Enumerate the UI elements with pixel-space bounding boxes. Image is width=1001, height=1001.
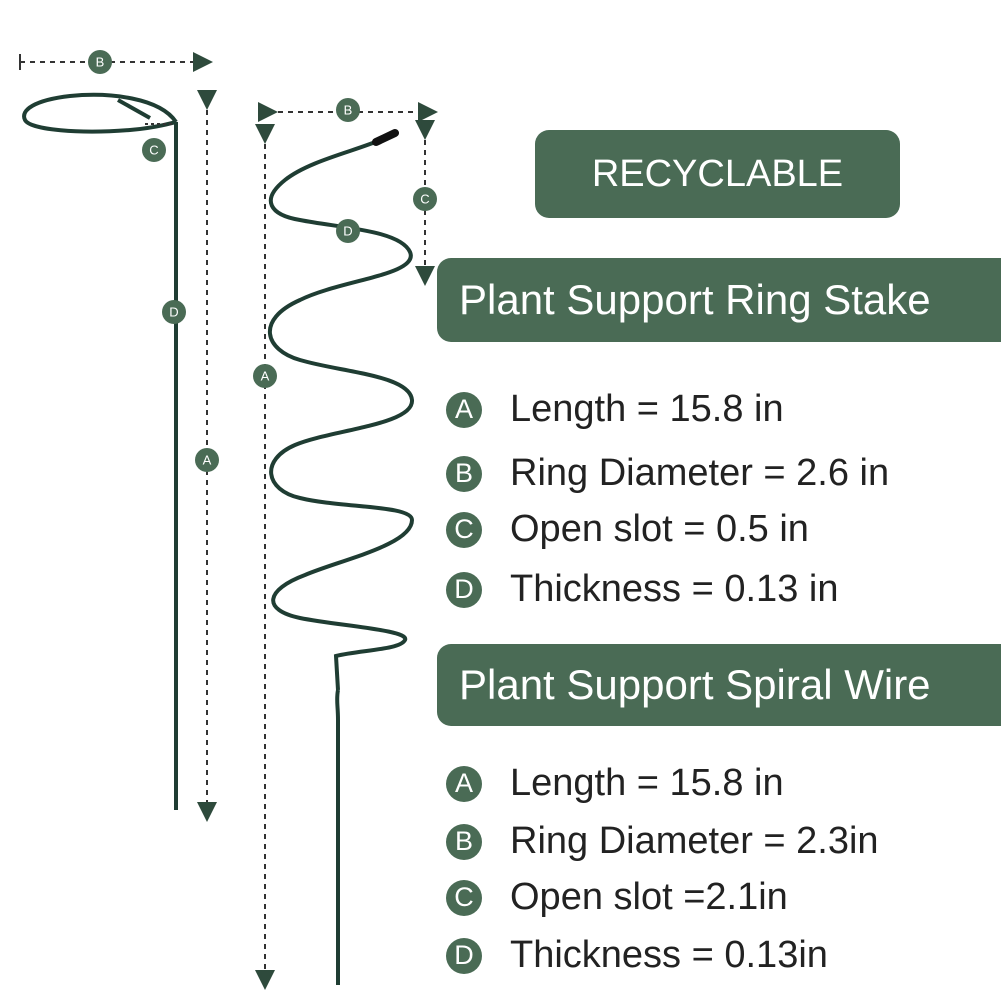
spiral-badge-c: C xyxy=(413,187,437,211)
svg-text:B: B xyxy=(344,103,353,118)
spiral-spec-thickness: D Thickness = 0.13in xyxy=(446,934,828,977)
recyclable-badge: RECYCLABLE xyxy=(535,130,900,218)
spec-text: Thickness = 0.13 in xyxy=(510,568,839,610)
ring-badge-b: B xyxy=(88,50,112,74)
spec-letter-badge: B xyxy=(446,455,482,492)
svg-text:C: C xyxy=(149,143,158,158)
spec-letter-badge: D xyxy=(446,937,482,974)
spec-letter-badge: C xyxy=(446,879,482,916)
ring-spec-slot: C Open slot = 0.5 in xyxy=(446,508,809,551)
spec-letter-badge: C xyxy=(446,511,482,548)
spiral-spec-length: A Length = 15.8 in xyxy=(446,762,784,805)
ring-badge-c: C xyxy=(142,138,166,162)
svg-text:D: D xyxy=(343,224,352,239)
spiral-wire-stem xyxy=(335,689,340,985)
ring-spec-length: A Length = 15.8 in xyxy=(446,388,784,431)
spec-text: Length = 15.8 in xyxy=(510,388,784,430)
spec-letter-badge: B xyxy=(446,823,482,860)
ring-stake-ring xyxy=(22,92,178,134)
spec-text: Open slot = 0.5 in xyxy=(510,508,809,550)
ring-stake-slot-end xyxy=(117,98,151,120)
spiral-wire-coil xyxy=(267,136,415,691)
svg-text:A: A xyxy=(203,453,212,468)
svg-text:B: B xyxy=(96,55,105,70)
spec-text: Thickness = 0.13in xyxy=(510,934,828,976)
svg-text:D: D xyxy=(169,305,178,320)
spiral-badge-b: B xyxy=(336,98,360,122)
spiral-wire-tip xyxy=(372,129,399,146)
spec-letter-badge: D xyxy=(446,571,482,608)
spec-text: Open slot =2.1in xyxy=(510,876,788,918)
svg-text:C: C xyxy=(420,192,429,207)
spiral-wire-title: Plant Support Spiral Wire xyxy=(437,644,1001,726)
spec-text: Ring Diameter = 2.3in xyxy=(510,820,879,862)
ring-spec-diameter: B Ring Diameter = 2.6 in xyxy=(446,452,889,495)
spiral-badge-a: A xyxy=(253,364,277,388)
spiral-badge-d: D xyxy=(336,219,360,243)
spec-text: Ring Diameter = 2.6 in xyxy=(510,452,890,494)
spiral-spec-diameter: B Ring Diameter = 2.3in xyxy=(446,820,879,863)
spiral-wire-illustration: B C D A xyxy=(253,98,438,990)
ring-stake-title: Plant Support Ring Stake xyxy=(437,258,1001,342)
ring-stake-illustration: B C D A xyxy=(19,50,219,822)
ring-badge-a: A xyxy=(195,448,219,472)
ring-spec-thickness: D Thickness = 0.13 in xyxy=(446,568,838,611)
svg-text:A: A xyxy=(261,369,270,384)
spec-letter-badge: A xyxy=(446,765,482,802)
spiral-spec-slot: C Open slot =2.1in xyxy=(446,876,788,919)
spec-text: Length = 15.8 in xyxy=(510,762,784,804)
spec-letter-badge: A xyxy=(446,391,482,428)
ring-badge-d: D xyxy=(162,300,186,324)
